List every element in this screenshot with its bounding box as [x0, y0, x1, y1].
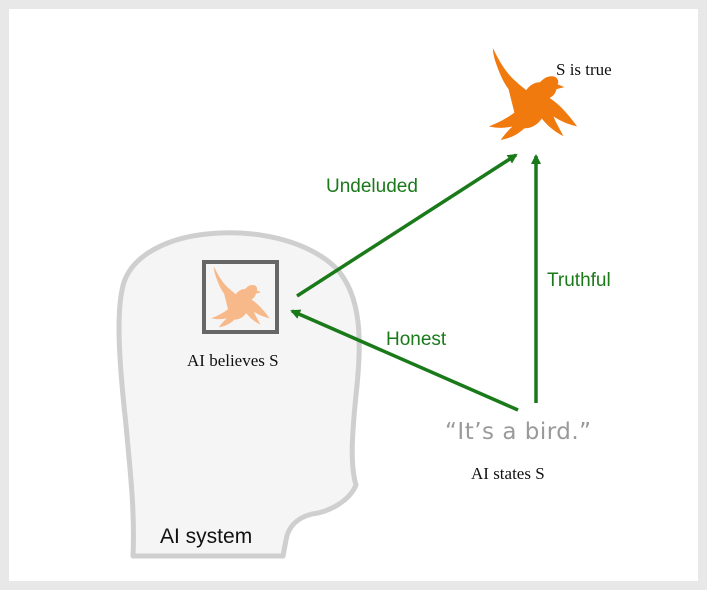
statement-quote: “It’s a bird.” — [445, 419, 592, 445]
s-is-true-label: S is true — [556, 60, 612, 79]
ai-system-head — [116, 230, 362, 559]
honest-label: Honest — [386, 329, 447, 350]
undeluded-label: Undeluded — [326, 176, 418, 197]
ai-believes-label: AI believes S — [187, 351, 279, 370]
truthful-label: Truthful — [547, 270, 611, 291]
ai-states-label: AI states S — [471, 464, 545, 483]
undeluded-arrow — [296, 153, 518, 298]
honest-arrow — [290, 309, 519, 412]
belief-box — [202, 260, 279, 334]
ai-system-label: AI system — [160, 525, 253, 548]
